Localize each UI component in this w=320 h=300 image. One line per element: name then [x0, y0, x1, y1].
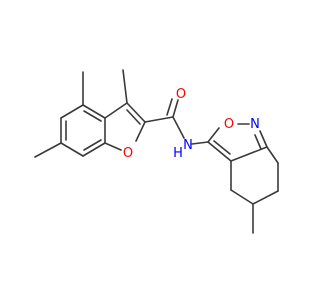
bond-c7-c7a-inner: [83, 139, 102, 151]
bond-carbonyl-oxygen-double: [166, 98, 173, 116]
bond-c3a-c4: [82, 104, 106, 119]
bond-c7aprime-c3aprime: [230, 146, 268, 162]
bond-c3aprime-c3prime: [207, 141, 232, 162]
bond-c7prime-c7aprime: [266, 146, 279, 164]
bond-c2-carbonyl: [144, 116, 174, 123]
bond-c3a-c4-inner: [83, 110, 102, 122]
bond-c2-o1: [135, 121, 146, 142]
atom-label-layer: O O N H O N: [123, 87, 260, 161]
bond-c3prime-o: [207, 127, 220, 143]
canvas-background: [0, 0, 300, 300]
bond-carbonyl-nitrogen: [172, 116, 185, 139]
bond-c4prime-c5prime: [230, 189, 254, 205]
bond-c3a-c3: [104, 102, 128, 119]
bond-c7-c7a: [82, 142, 106, 157]
furan-oxygen-label: O: [123, 146, 133, 161]
bond-c3-c2-inner: [126, 109, 141, 125]
amide-nitrogen-label: N: [183, 138, 193, 153]
bond-n-c7aprime-double: [254, 134, 262, 150]
bond-carbonyl-oxygen: [172, 99, 179, 118]
bond-o1-c7a: [104, 142, 122, 151]
bond-c3aprime-c3prime-double: [213, 140, 231, 155]
bond-c3-c2: [126, 102, 146, 123]
amide-hydrogen-label: H: [173, 146, 183, 161]
bond-c5prime-c6prime: [252, 190, 279, 205]
molecule-diagram: O O N H O N: [0, 0, 300, 300]
isoxazole-oxygen-label: O: [224, 117, 234, 132]
bond-c4-c5: [60, 104, 84, 119]
isoxazole-nitrogen-label: N: [250, 117, 260, 132]
bond-layer: [34, 69, 279, 234]
carbonyl-oxygen-label: O: [176, 87, 186, 102]
bond-n-c7aprime: [259, 130, 268, 148]
bond-nitrogen-c3prime: [191, 141, 209, 145]
bond-c6-methyl: [34, 142, 62, 158]
bond-c3-methyl: [122, 69, 128, 104]
bond-c6-c7: [60, 142, 84, 157]
